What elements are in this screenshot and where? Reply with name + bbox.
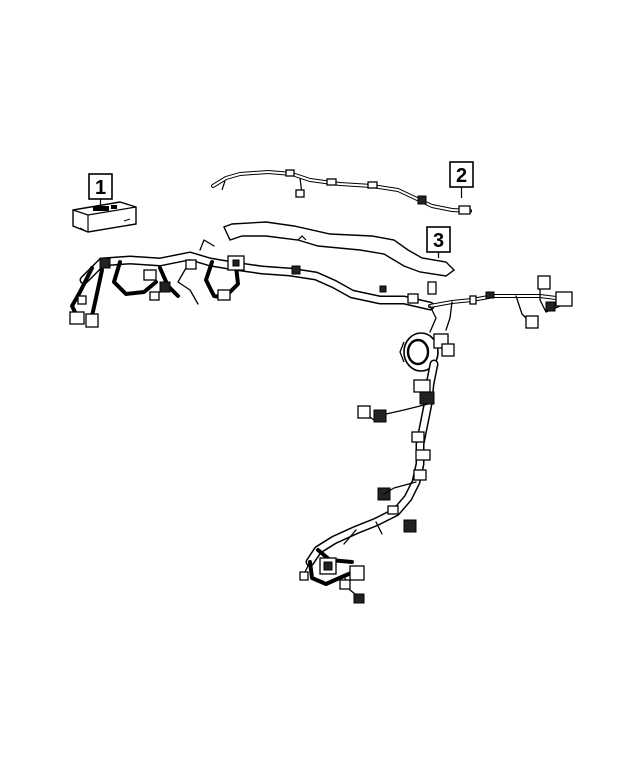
main-harness-assembly [69,239,573,604]
callout-2-label: 2 [456,165,467,187]
wiring-harness-strip-icon [211,169,472,215]
callout-1[interactable]: 1 [88,173,113,208]
callout-3-label: 3 [433,230,444,252]
harness-cover-icon [223,221,456,277]
callout-1-label: 1 [95,177,106,199]
fuse-box-icon [72,201,137,233]
callout-3[interactable]: 3 [426,226,451,258]
callout-2[interactable]: 2 [449,161,474,198]
